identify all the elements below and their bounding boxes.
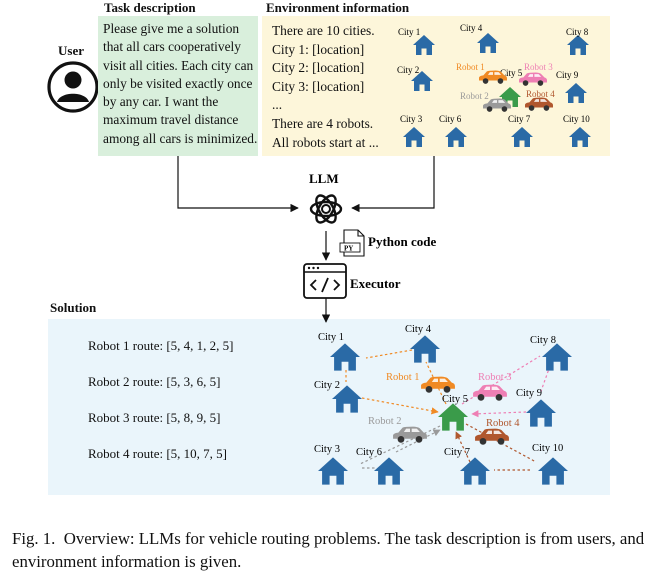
env-box <box>262 16 610 156</box>
city-label: City 6 <box>356 447 382 458</box>
robot-2-route <box>359 426 440 469</box>
city-label: City 6 <box>439 114 462 124</box>
robot-label: Robot 4 <box>526 89 555 99</box>
env-line: There are 4 robots. <box>272 115 374 131</box>
python-file-icon: PY <box>339 229 365 257</box>
env-header: Environment information <box>266 0 410 15</box>
city-4-icon <box>410 335 440 363</box>
task-line: maximum travel distance <box>103 112 239 128</box>
city-7-icon <box>511 127 533 147</box>
env-line: City 1: [location] <box>272 41 365 57</box>
task-line: Please give me a solution <box>103 21 240 36</box>
city-10-icon <box>569 127 591 147</box>
robot-1-car-icon <box>421 376 455 393</box>
city-1-icon <box>330 343 360 371</box>
executor-label: Executor <box>350 276 401 291</box>
city-1-icon <box>413 35 435 55</box>
city-label: City 4 <box>405 324 432 335</box>
city-label: City 9 <box>556 70 579 80</box>
task-line: that all cars cooperatively <box>103 39 241 55</box>
python-file-badge: PY <box>344 245 353 253</box>
city-label: City 3 <box>400 114 423 124</box>
city-label: City 8 <box>566 27 589 37</box>
city-label: City 7 <box>508 114 531 124</box>
city-5-icon <box>438 403 468 431</box>
task-description: Please give me a solution that all cars … <box>103 20 259 148</box>
robot-4-route <box>456 423 537 471</box>
caption-text: Overview: LLMs for vehicle routing probl… <box>12 529 645 571</box>
city-label: City 2 <box>397 65 419 75</box>
llm-label: LLM <box>309 171 339 186</box>
city-4-icon <box>477 33 499 53</box>
task-box <box>98 16 258 156</box>
robot-label: Robot 1 <box>386 372 420 383</box>
city-label: City 9 <box>516 388 542 399</box>
solution-map: City 1 City 2 City 3 City 4 City 5 City … <box>314 324 572 485</box>
env-description: There are 10 cities. City 1: [location] … <box>272 22 402 152</box>
route-list: Robot 1 route: [5, 4, 1, 2, 5] Robot 2 r… <box>88 338 234 482</box>
python-code-label: Python code <box>368 234 436 249</box>
env-line: City 2: [location] <box>272 60 365 76</box>
solution-header: Solution <box>50 300 97 315</box>
route-robot-3: Robot 3 route: [5, 8, 9, 5] <box>88 410 221 425</box>
route-robot-2: Robot 2 route: [5, 3, 6, 5] <box>88 374 221 389</box>
robot-label: Robot 3 <box>478 372 512 383</box>
env-line: City 3: [location] <box>272 78 365 94</box>
route-robot-4: Robot 4 route: [5, 10, 7, 5] <box>88 446 228 461</box>
city-8-icon <box>567 35 589 55</box>
env-line: There are 10 cities. <box>272 23 375 38</box>
city-label: City 3 <box>314 444 340 455</box>
task-line: by any car. I want the <box>103 94 219 110</box>
city-label: City 10 <box>532 443 563 454</box>
robot-label: Robot 3 <box>524 62 553 72</box>
city-9-icon <box>565 83 587 103</box>
robot-3-car-icon <box>519 72 547 86</box>
task-to-llm-connector <box>177 156 299 213</box>
city-label: City 2 <box>314 380 340 391</box>
city-label: City 4 <box>460 23 483 33</box>
figure-caption: Fig. 1. Overview: LLMs for vehicle routi… <box>12 527 652 573</box>
city-8-icon <box>542 343 572 371</box>
city-7-icon <box>460 457 490 485</box>
city-6-icon <box>445 127 467 147</box>
task-line: only be visited exactly once <box>103 75 253 91</box>
city-label: City 5 <box>500 68 523 78</box>
robot-label: Robot 2 <box>460 91 489 101</box>
city-label: City 10 <box>563 114 590 124</box>
user-label: User <box>58 43 84 58</box>
route-robot-1: Robot 1 route: [5, 4, 1, 2, 5] <box>88 338 234 353</box>
robot-4-car-icon <box>525 97 553 111</box>
city-3-icon <box>403 127 425 147</box>
city-label: City 7 <box>444 447 470 458</box>
robot-label: Robot 4 <box>486 418 520 429</box>
env-line: All robots start at ... <box>272 134 379 150</box>
city-3-icon <box>318 457 348 485</box>
llm-logo-icon <box>309 194 343 224</box>
env-to-llm-connector <box>351 156 435 213</box>
city-6-icon <box>374 457 404 485</box>
user-avatar-icon <box>47 61 99 113</box>
robot-label: Robot 2 <box>368 416 402 427</box>
robot-3-car-icon <box>473 384 507 401</box>
task-line: among all cars is minimized. <box>103 130 258 146</box>
diagram-overlay: LLM PY Python code Executor City 1 City … <box>177 23 591 485</box>
city-label: City 8 <box>530 335 556 346</box>
task-header: Task description <box>104 0 196 15</box>
caption-prefix: Fig. 1. <box>12 529 56 548</box>
city-label: City 1 <box>398 27 420 37</box>
city-10-icon <box>538 457 568 485</box>
task-line: visit all cities. Each city can <box>103 57 254 73</box>
env-line: ... <box>272 97 283 113</box>
robot-label: Robot 1 <box>456 62 485 72</box>
city-label: City 5 <box>442 394 468 405</box>
city-label: City 1 <box>318 332 344 343</box>
environment-map: City 1 City 2 City 3 City 4 City 5 City … <box>397 23 591 147</box>
robot-2-car-icon <box>393 426 427 443</box>
city-9-icon <box>526 399 556 427</box>
executor-icon <box>303 263 347 299</box>
